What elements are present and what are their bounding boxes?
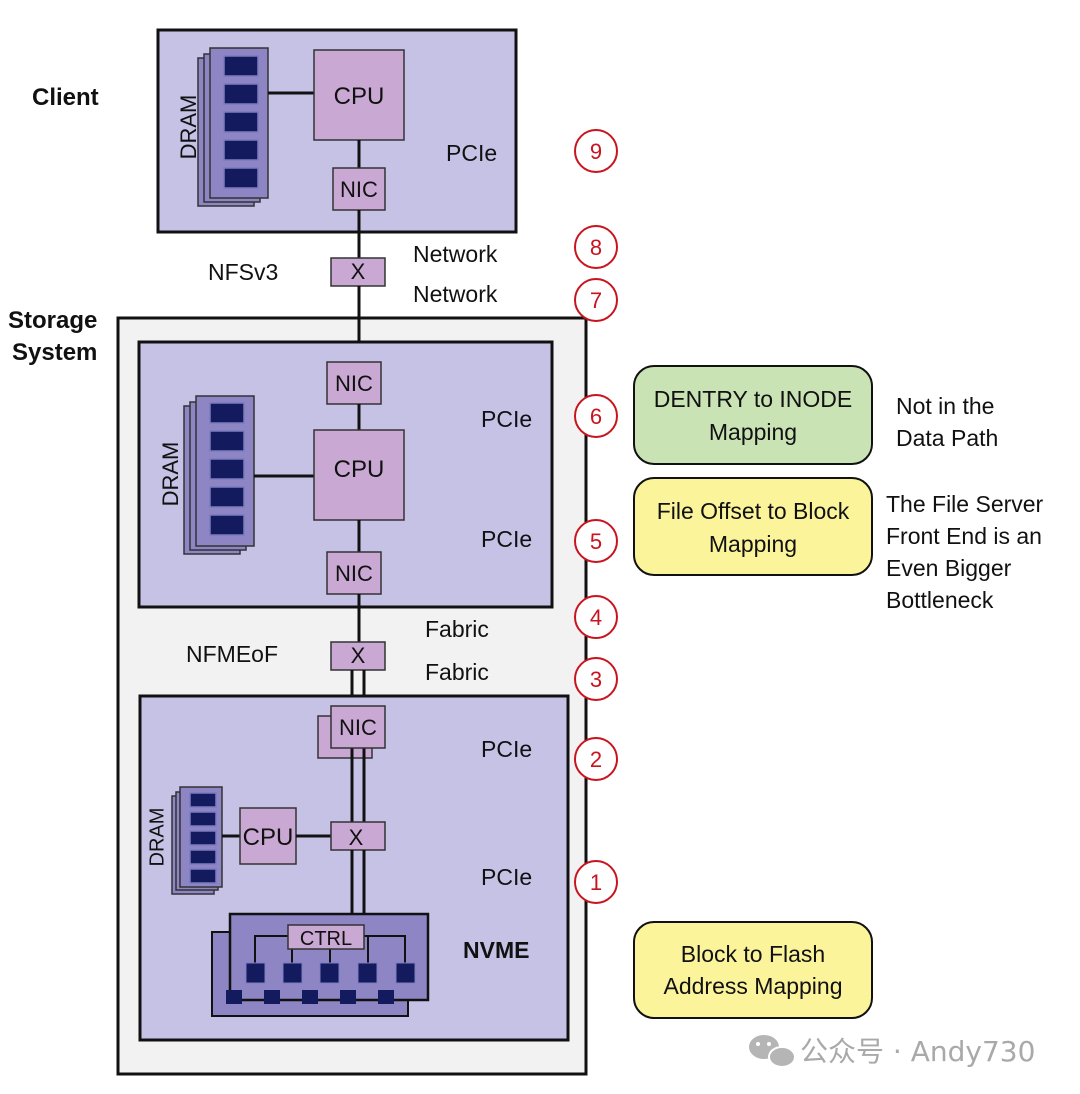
- storage-title-line1: Storage: [8, 307, 97, 334]
- dentry-side-line2: Data Path: [896, 425, 998, 451]
- fabric-label-a: Fabric: [425, 616, 489, 642]
- offset-note-line1: File Offset to Block: [657, 498, 850, 524]
- nvme-nic-label: NIC: [339, 715, 377, 740]
- nfsv3-label: NFSv3: [208, 259, 278, 285]
- step-number: 3: [590, 667, 602, 692]
- flash-note-line1: Block to Flash: [681, 941, 825, 967]
- nvme-dram-icon: [171, 786, 223, 895]
- client-title: Client: [32, 84, 99, 111]
- network-label-b: Network: [413, 281, 498, 307]
- step-marker: 2: [574, 737, 618, 781]
- step-marker: 1: [574, 860, 618, 904]
- dentry-side-line1: Not in the: [896, 393, 994, 419]
- offset-mapping-note: [633, 477, 873, 576]
- step-marker: 8: [574, 225, 618, 269]
- step-marker: 4: [574, 595, 618, 639]
- server-dram-label: DRAM: [158, 442, 183, 507]
- offset-side-line2: Front End is an: [886, 523, 1042, 549]
- nvme-ssd-icon: [211, 912, 430, 1017]
- wechat-icon: [749, 1035, 796, 1068]
- ctrl-label: CTRL: [300, 928, 352, 950]
- network-label-a: Network: [413, 241, 498, 267]
- client-cpu: [313, 49, 405, 141]
- offset-side-line4: Bottleneck: [886, 587, 994, 613]
- server-nic-top-label: NIC: [335, 371, 373, 396]
- step-number: 2: [590, 747, 602, 772]
- dentry-note-line2: Mapping: [709, 419, 797, 445]
- server-dram-icon: [183, 395, 255, 555]
- client-dram-label: DRAM: [176, 95, 201, 160]
- step-number: 9: [590, 139, 602, 164]
- server-nic-bottom: [326, 551, 382, 595]
- nvme-pcie-label-b: PCIe: [481, 864, 532, 890]
- network-switch: [330, 257, 386, 287]
- step-number: 7: [590, 288, 602, 313]
- step-number: 4: [590, 605, 602, 630]
- nvme-dram-label: DRAM: [146, 808, 168, 867]
- offset-note-line2: Mapping: [709, 531, 797, 557]
- nvme-cpu-label: CPU: [243, 824, 294, 851]
- client-nic-label: NIC: [340, 177, 378, 202]
- fabric-label-b: Fabric: [425, 659, 489, 685]
- offset-side-line3: Even Bigger: [886, 555, 1012, 581]
- fabric-switch: [330, 641, 386, 671]
- step-number: 1: [590, 870, 602, 895]
- server-pcie-label-b: PCIe: [481, 526, 532, 552]
- flash-note-line2: Address Mapping: [664, 973, 843, 999]
- server-nic-top: [326, 361, 382, 405]
- step-marker: 6: [574, 394, 618, 438]
- step-number: 6: [590, 404, 602, 429]
- step-marker: 9: [574, 129, 618, 173]
- client-nic: [332, 167, 386, 211]
- dentry-note-line1: DENTRY to INODE: [654, 386, 853, 412]
- step-marker: 3: [574, 657, 618, 701]
- pcie-switch: [330, 821, 386, 851]
- offset-side-line1: The File Server: [886, 491, 1044, 517]
- step-marker: 5: [574, 519, 618, 563]
- step-marker: 7: [574, 278, 618, 322]
- nvme-pcie-label-a: PCIe: [481, 736, 532, 762]
- step-number: 5: [590, 529, 602, 554]
- flash-mapping-note: [633, 921, 873, 1019]
- nfmeof-label: NFMEoF: [186, 641, 278, 667]
- server-cpu-label: CPU: [334, 456, 385, 483]
- storage-title-line2: System: [12, 339, 97, 366]
- step-number: 8: [590, 235, 602, 260]
- server-cpu: [313, 429, 405, 521]
- nvme-title: NVME: [463, 937, 529, 963]
- client-cpu-label: CPU: [334, 83, 385, 110]
- dentry-mapping-note: [633, 365, 873, 465]
- client-pcie-label: PCIe: [446, 140, 497, 166]
- nvme-nic: [330, 705, 386, 749]
- fabric-switch-label: X: [351, 643, 366, 668]
- server-pcie-label-a: PCIe: [481, 406, 532, 432]
- network-switch-label: X: [351, 259, 366, 284]
- watermark-text: 公众号 · Andy730: [800, 1035, 1035, 1068]
- client-dram-icon: [197, 47, 269, 207]
- server-nic-bottom-label: NIC: [335, 561, 373, 586]
- pcie-switch-label: X: [349, 825, 364, 850]
